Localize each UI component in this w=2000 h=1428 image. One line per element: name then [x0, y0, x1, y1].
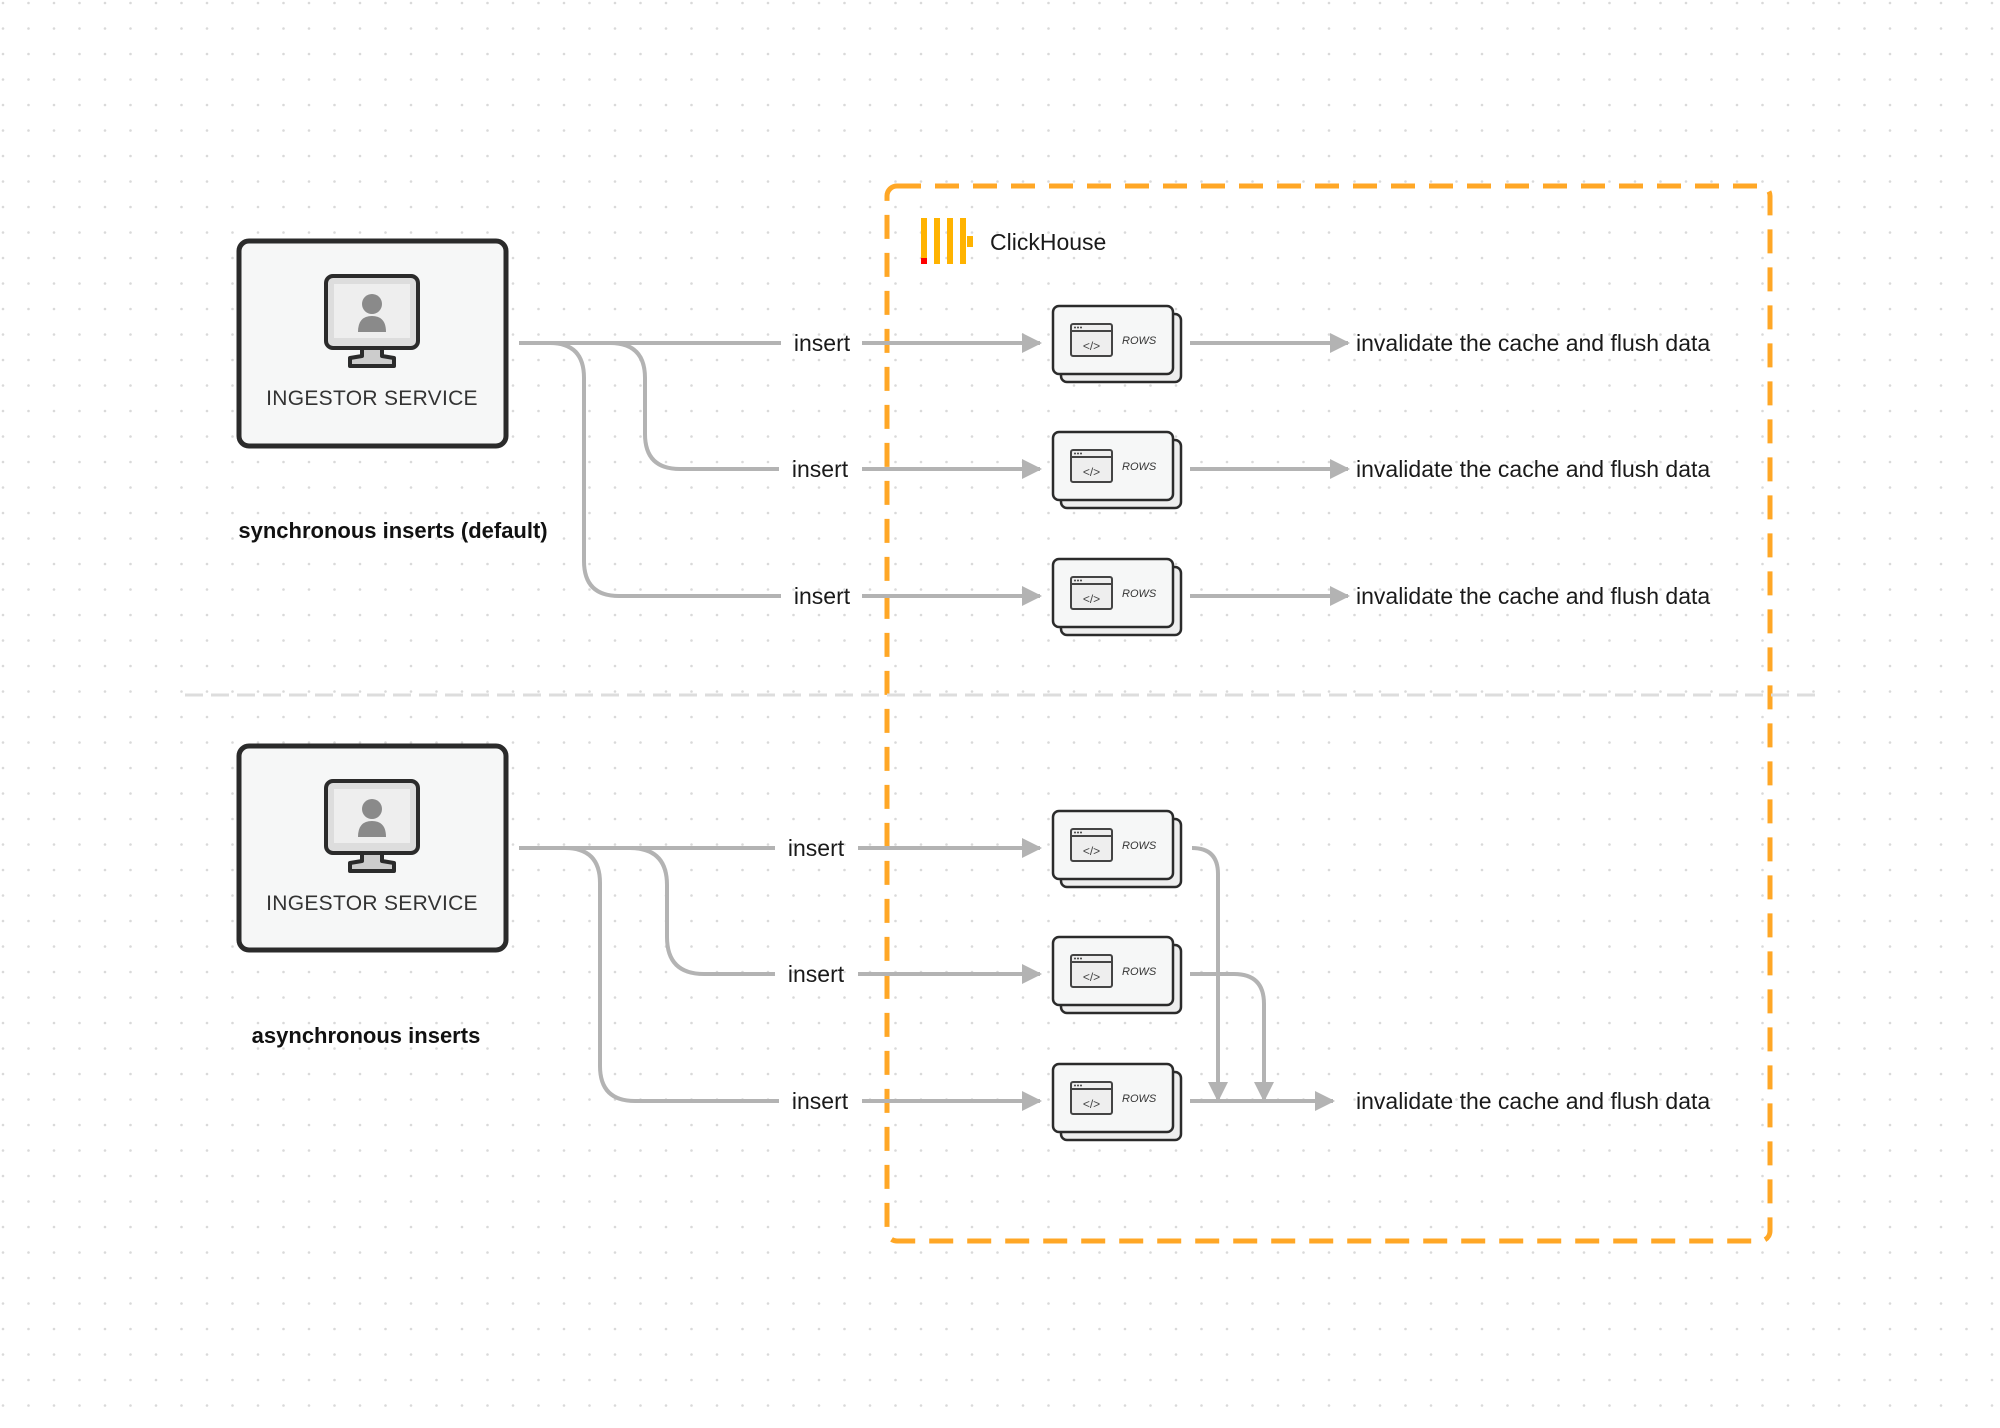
- clickhouse-logo: [921, 218, 973, 264]
- clickhouse-title: ClickHouse: [990, 229, 1106, 255]
- insert-label: insert: [788, 961, 845, 987]
- svg-text:ROWS: ROWS: [1122, 588, 1157, 600]
- svg-text:ROWS: ROWS: [1122, 461, 1157, 473]
- insert-label: insert: [794, 330, 851, 356]
- rows-block: ROWS: [1051, 1062, 1183, 1142]
- flush-label: invalidate the cache and flush data: [1356, 456, 1710, 482]
- sync-flows: [519, 333, 1350, 606]
- async-caption: asynchronous inserts: [252, 1023, 481, 1048]
- rows-block: ROWS: [1051, 809, 1183, 889]
- flush-label: invalidate the cache and flush data: [1356, 1088, 1710, 1114]
- flush-label: invalidate the cache and flush data: [1356, 583, 1710, 609]
- service-label: INGESTOR SERVICE: [266, 387, 478, 410]
- insert-label: insert: [788, 835, 845, 861]
- ingestor-service-sync: INGESTOR SERVICE: [236, 238, 509, 449]
- clickhouse-boundary: [884, 183, 1773, 1244]
- service-label: INGESTOR SERVICE: [266, 892, 478, 915]
- insert-label: insert: [792, 456, 849, 482]
- sync-caption: synchronous inserts (default): [238, 518, 547, 543]
- rows-block: ROWS: [1051, 304, 1183, 384]
- rows-block: ROWS: [1051, 557, 1183, 637]
- svg-text:ROWS: ROWS: [1122, 335, 1157, 347]
- svg-text:ROWS: ROWS: [1122, 966, 1157, 978]
- async-flows: [519, 838, 1335, 1111]
- svg-text:ROWS: ROWS: [1122, 840, 1157, 852]
- rows-block: ROWS: [1051, 430, 1183, 510]
- ingestor-service-async: INGESTOR SERVICE: [236, 743, 509, 953]
- rows-block: ROWS: [1051, 935, 1183, 1015]
- flush-label: invalidate the cache and flush data: [1356, 330, 1710, 356]
- insert-label: insert: [794, 583, 851, 609]
- insert-label: insert: [792, 1088, 849, 1114]
- svg-text:ROWS: ROWS: [1122, 1093, 1157, 1105]
